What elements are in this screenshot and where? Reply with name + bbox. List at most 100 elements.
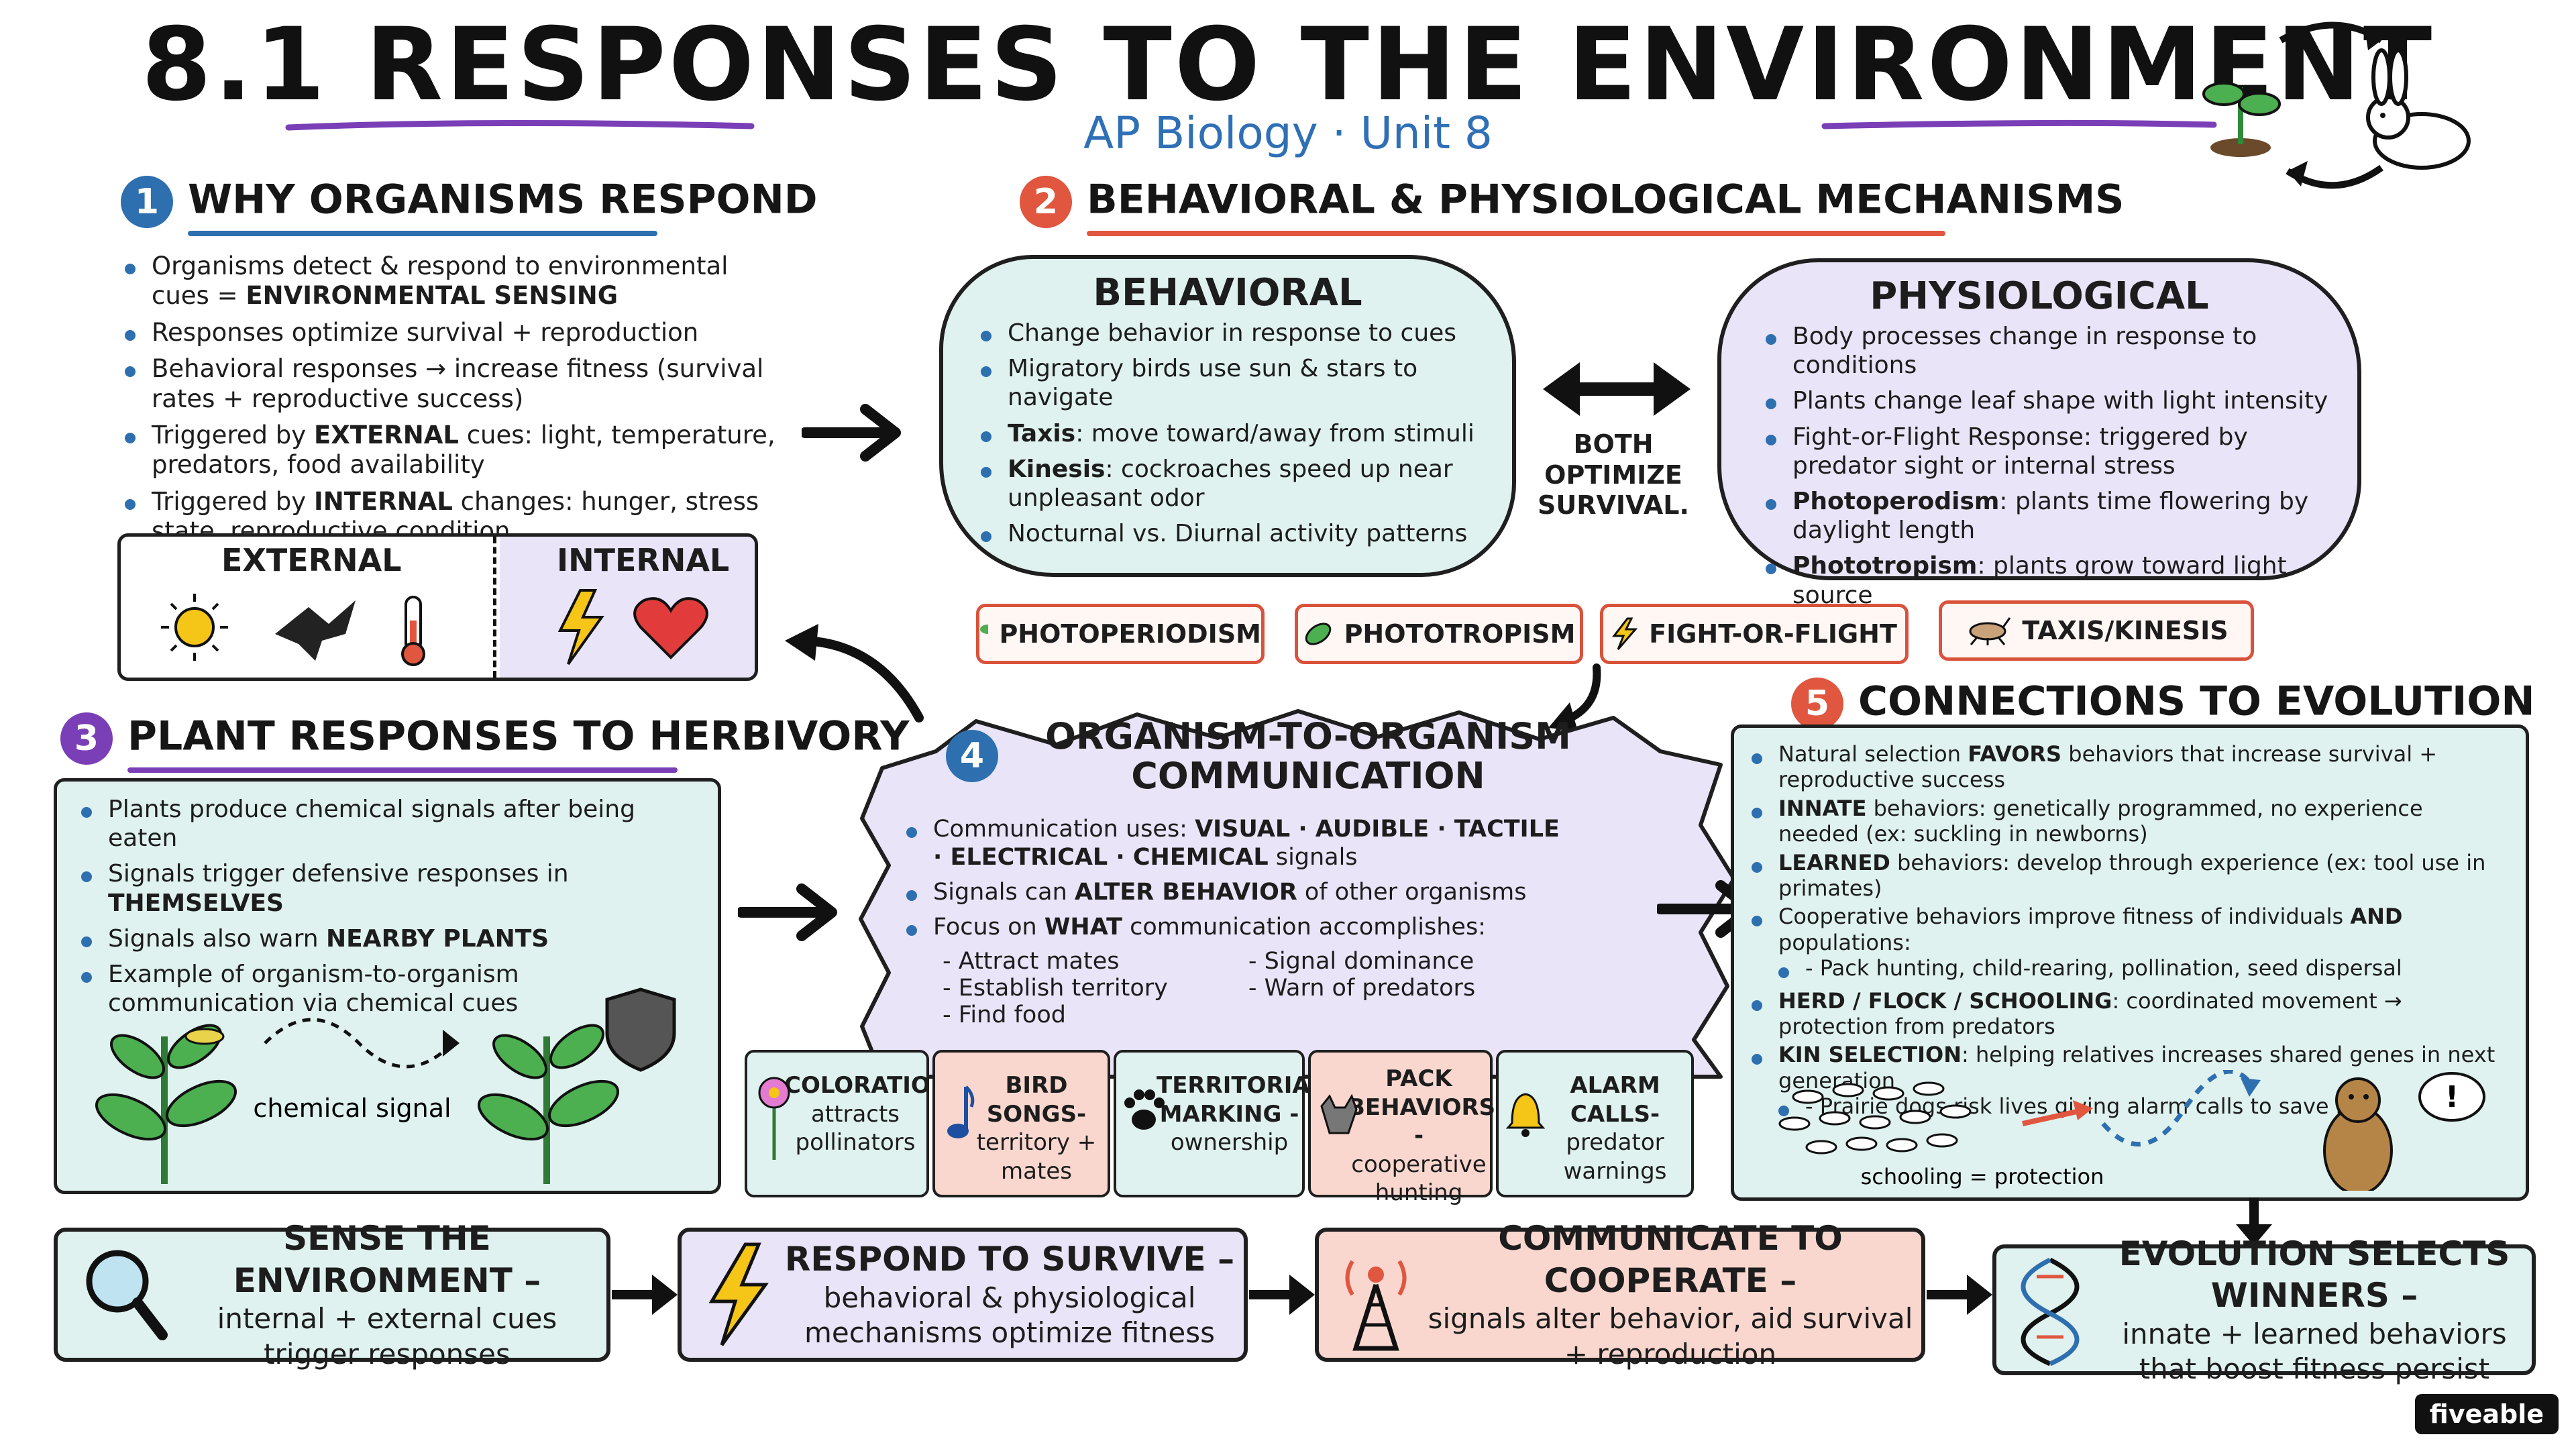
list-item: INNATE behaviors: genetically programmed… [1752,796,2510,847]
arrow-right-icon [1249,1275,1315,1315]
arrow-right-icon [612,1275,678,1315]
title-underline [285,119,2217,131]
behavioral-cloud: BEHAVIORAL Change behavior in response t… [939,255,1516,577]
list-item: Responses optimize survival + reproducti… [125,318,792,347]
section-5-title: CONNECTIONS TO EVOLUTION [1858,678,2535,725]
prairie-dog-icon [2323,1077,2393,1191]
behavioral-bullets: Change behavior in response to cues Migr… [943,315,1512,548]
list-item: - Establish territory [943,975,1168,1002]
section-2-badge: 2 [1020,176,1072,228]
summary-sense: SENSE THE ENVIRONMENT –internal + extern… [54,1219,610,1371]
heart-icon [633,597,708,659]
double-arrow-icon [1543,362,1690,416]
card-alarm-calls: ALARM CALLS-predator warnings [1496,1050,1694,1197]
list-item: Body processes change in response to con… [1766,322,2330,380]
section-1-bullets: Organisms detect & respond to environmen… [121,252,792,553]
physiological-bullets: Body processes change in response to con… [1721,318,2357,610]
eaten-plant-icon [95,1024,237,1184]
list-item: LEARNED behaviors: develop through exper… [1752,850,2510,902]
both-optimize-label: BOTH OPTIMIZE SURVIVAL. [1538,429,1689,521]
evolution-panel: Natural selection FAVORS behaviors that … [1731,724,2529,1201]
communication-burst [859,709,1736,1079]
arrow-right-icon [802,404,901,462]
internal-icons [557,589,708,665]
schooling-label: schooling = protection [1861,1164,2104,1189]
list-item: Example of organism-to-organism communic… [81,960,698,1018]
section-3-badge: 3 [60,712,113,765]
caterpillar-icon [184,1028,225,1045]
music-note-icon [947,1085,975,1138]
section-4-heading: 4 ORGANISM-TO-ORGANISM COMMUNICATION [939,716,1677,796]
list-item: Signals also warn NEARBY PLANTS [81,924,698,953]
shield-icon [605,987,676,1072]
list-item: Behavioral responses → increase fitness … [125,354,792,414]
list-item: Migratory birds use sun & stars to navig… [981,354,1485,412]
arrow-down-icon [2236,1197,2272,1246]
warned-plant-icon [477,1024,620,1184]
schooling-illustration: schooling = protection ! [1778,1070,2485,1191]
arrow-right-icon [1927,1275,1992,1315]
section-2-title: BEHAVIORAL & PHYSIOLOGICAL MECHANISMS [1087,176,2125,223]
curved-arrow-icon [1548,663,1601,731]
summary-respond: RESPOND TO SURVIVE –behavioral & physiol… [678,1228,1248,1362]
section-3-underline [127,767,678,773]
physiological-title: PHYSIOLOGICAL [1870,274,2209,318]
dna-icon [2021,1257,2080,1366]
lightning-icon [708,1242,769,1346]
section-3-title: PLANT RESPONSES TO HERBIVORY [127,712,910,760]
list-item: Plants produce chemical signals after be… [81,795,698,853]
list-item: Signals trigger defensive responses in T… [81,859,698,917]
list-item: - Pack hunting, child-rearing, pollinati… [1778,955,2510,981]
internal-cues: INTERNAL [500,537,755,678]
card-territorial-marking: TERRITORIAL MARKING -ownership [1114,1050,1324,1197]
list-item: - Signal dominance [1248,948,1474,975]
cue-divider [493,537,498,678]
list-item: - Find food [943,1002,1066,1028]
section-2-underline [1087,231,1945,236]
tag-phototropism: PHOTOTROPISM [1295,604,1583,664]
antenna-icon [1345,1260,1407,1351]
list-item: Triggered by EXTERNAL cues: light, tempe… [125,421,792,480]
section-4-title-line2: COMMUNICATION [1131,755,1485,798]
plant-signal-illustration: chemical signal [95,987,676,1184]
list-item: Organisms detect & respond to environmen… [125,252,792,311]
section-5-bullets: Natural selection FAVORS behaviors that … [1734,728,2526,1119]
card-coloration: COLORATION-attracts pollinators [745,1050,959,1197]
thermometer-icon [401,596,425,666]
external-cues: EXTERNAL [121,537,493,678]
internal-label: INTERNAL [557,542,730,578]
list-item: Communication uses: VISUAL · AUDIBLE · T… [906,815,1573,871]
section-3-heading: 3 PLANT RESPONSES TO HERBIVORY [60,712,910,773]
list-item: Natural selection FAVORS behaviors that … [1752,741,2510,793]
list-item: Cooperative behaviors improve fitness of… [1752,904,2510,981]
list-item: - Attract mates [943,948,1120,975]
plant-rabbit-cycle-icon [2202,21,2471,189]
paw-icon [1124,1089,1165,1130]
list-item: HERD / FLOCK / SCHOOLING: coordinated mo… [1752,988,2510,1040]
magnifier-icon [86,1250,168,1340]
list-item: Photoperodism: plants time flowering by … [1766,487,2330,545]
section-4-title-line1: ORGANISM-TO-ORGANISM [1045,715,1571,757]
list-item: Kinesis: cockroaches speed up near unple… [981,455,1485,513]
summary-evolution: EVOLUTION SELECTS WINNERS –innate + lear… [1992,1234,2536,1385]
tag-taxis-kinesis: TAXIS/KINESIS [1939,600,2254,661]
card-pack-behaviors: PACK BEHAVIORS -cooperative hunting [1308,1050,1495,1206]
fish-school-icon [1778,1081,1972,1155]
section-1-title: WHY ORGANISMS RESPOND [188,176,818,223]
list-item: Plants change leaf shape with light inte… [1766,386,2330,415]
cockroach-icon [1969,617,2011,645]
external-label: EXTERNAL [221,542,402,578]
herbivory-panel: Plants produce chemical signals after be… [54,778,721,1194]
external-icons [161,594,425,666]
fiveable-logo: fiveable [2414,1394,2559,1434]
list-item: Fight-or-Flight Response: triggered by p… [1766,423,2330,480]
lightning-icon [1612,617,1638,650]
chemical-signal-label: chemical signal [253,1093,451,1123]
accomplish-lists: - Attract mates - Establish territory - … [902,948,1573,1028]
page-title: 8.1 RESPONSES TO THE ENVIRONMENT [141,7,2435,123]
card-bird-songs: BIRD SONGS-territory + mates [932,1050,1110,1197]
list-item: Focus on WHAT communication accomplishes… [906,913,1573,941]
tag-photoperiodism: PHOTOPERIODISM [976,604,1265,664]
arrow-right-icon [738,883,837,941]
